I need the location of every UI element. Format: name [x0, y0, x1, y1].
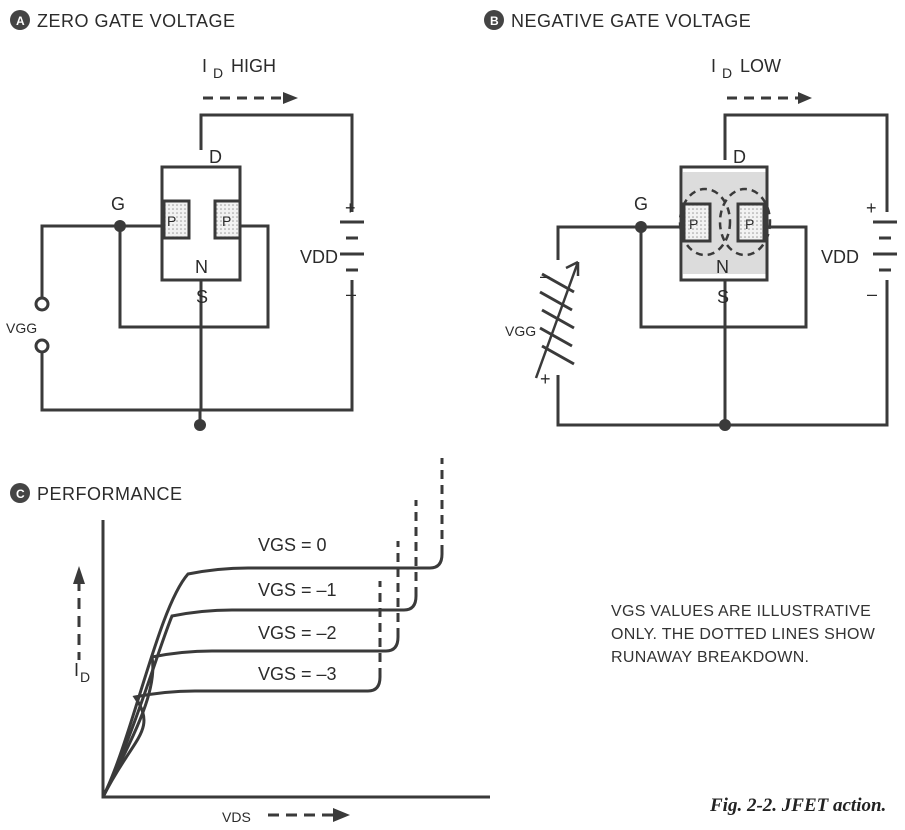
vdd-label-a: VDD: [300, 247, 338, 267]
depletion-zone-left: [678, 187, 732, 257]
curve-label-1: VGS = –1: [258, 580, 337, 600]
vgg-plus-b: +: [540, 369, 551, 389]
vdd-minus-b: –: [867, 284, 877, 304]
panel-a-title: ZERO GATE VOLTAGE: [37, 11, 236, 31]
drain-loop-b: [723, 113, 889, 427]
current-label-b-state: LOW: [740, 56, 781, 76]
vgg-label-a: VGG: [6, 320, 37, 336]
current-label-a-prefix: I: [202, 56, 207, 76]
curve-label-2: VGS = –2: [258, 623, 337, 643]
gate-node-b: [635, 221, 647, 233]
badge-a-icon: [10, 10, 30, 30]
curve-label-3: VGS = –3: [258, 664, 337, 684]
p-region-left-a: [162, 199, 191, 240]
curve-vgs-1: [101, 595, 418, 798]
vgg-minus-b: –: [540, 266, 550, 286]
current-label-b-prefix: I: [711, 56, 716, 76]
n-label-a: N: [195, 257, 208, 277]
illustrative-note: VGS VALUES ARE ILLUSTRATIVE ONLY. THE DO…: [611, 603, 876, 666]
p-label-right-a: P: [222, 213, 231, 229]
current-label-a-state: HIGH: [231, 56, 276, 76]
gate-label-a: G: [111, 194, 125, 214]
panel-b-title: NEGATIVE GATE VOLTAGE: [511, 11, 751, 31]
characteristic-curves: [101, 458, 444, 798]
vdd-minus-a: –: [346, 284, 356, 304]
p-label-left-a: P: [167, 213, 176, 229]
vgg-terminal-top: [34, 296, 50, 312]
vgg-variable-battery: [534, 260, 580, 379]
p-label-right-b: P: [745, 216, 754, 232]
vdd-plus-a: +: [345, 198, 356, 218]
ground-return-a: [40, 348, 200, 412]
n-label-b: N: [716, 257, 729, 277]
current-label-a-sub: D: [213, 65, 223, 81]
drain-label-b: D: [733, 147, 746, 167]
vgg-terminal-bottom: [34, 338, 50, 354]
vgg-label-b: VGG: [505, 323, 536, 339]
vdd-battery-b: [873, 220, 897, 272]
curve-label-0: VGS = 0: [258, 535, 327, 555]
panel-c-title: PERFORMANCE: [37, 484, 183, 504]
badge-c-icon: [10, 483, 30, 503]
p-region-left-b: [682, 202, 712, 243]
badge-b-icon: [484, 10, 504, 30]
figure-caption: Fig. 2-2. JFET action.: [710, 795, 887, 816]
badge-b-letter: B: [490, 14, 499, 28]
gate-wiring-a: [118, 224, 270, 329]
drain-loop-a: [199, 113, 354, 412]
p-region-right-b: [736, 202, 766, 243]
p-region-right-a: [213, 199, 242, 240]
curve-vgs-2: [101, 636, 400, 798]
vdd-label-b: VDD: [821, 247, 859, 267]
drain-label-a: D: [209, 147, 222, 167]
gate-lead-a: [40, 224, 120, 300]
id-axis-label-prefix: I: [74, 660, 79, 680]
graph-axes-lines: [101, 520, 490, 799]
vdd-plus-b: +: [866, 198, 877, 218]
ground-return-b: [556, 375, 725, 427]
badge-a-letter: A: [16, 14, 25, 28]
gate-label-b: G: [634, 194, 648, 214]
curve-vgs-0: [101, 553, 444, 798]
id-axis-label-sub: D: [80, 669, 90, 685]
source-label-a: S: [196, 287, 208, 307]
panel-b: [484, 10, 899, 431]
panel-a: [10, 10, 366, 431]
curve-labels: VGS = 0 VGS = –1 VGS = –2 VGS = –3: [258, 535, 337, 684]
ground-node-b: [719, 419, 731, 431]
p-label-left-b: P: [689, 216, 698, 232]
vds-axis-label: VDS: [222, 809, 251, 825]
gate-node-a: [114, 220, 126, 232]
current-label-b-sub: D: [722, 65, 732, 81]
source-label-b: S: [717, 287, 729, 307]
curve-vgs-3: [101, 676, 382, 798]
depletion-zone-right: [718, 187, 772, 257]
panel-c: VGS = 0 VGS = –1 VGS = –2 VGS = –3: [10, 458, 490, 822]
gate-lead-b: [556, 225, 641, 260]
gate-wiring-b: [639, 225, 808, 329]
badge-c-letter: C: [16, 487, 25, 501]
